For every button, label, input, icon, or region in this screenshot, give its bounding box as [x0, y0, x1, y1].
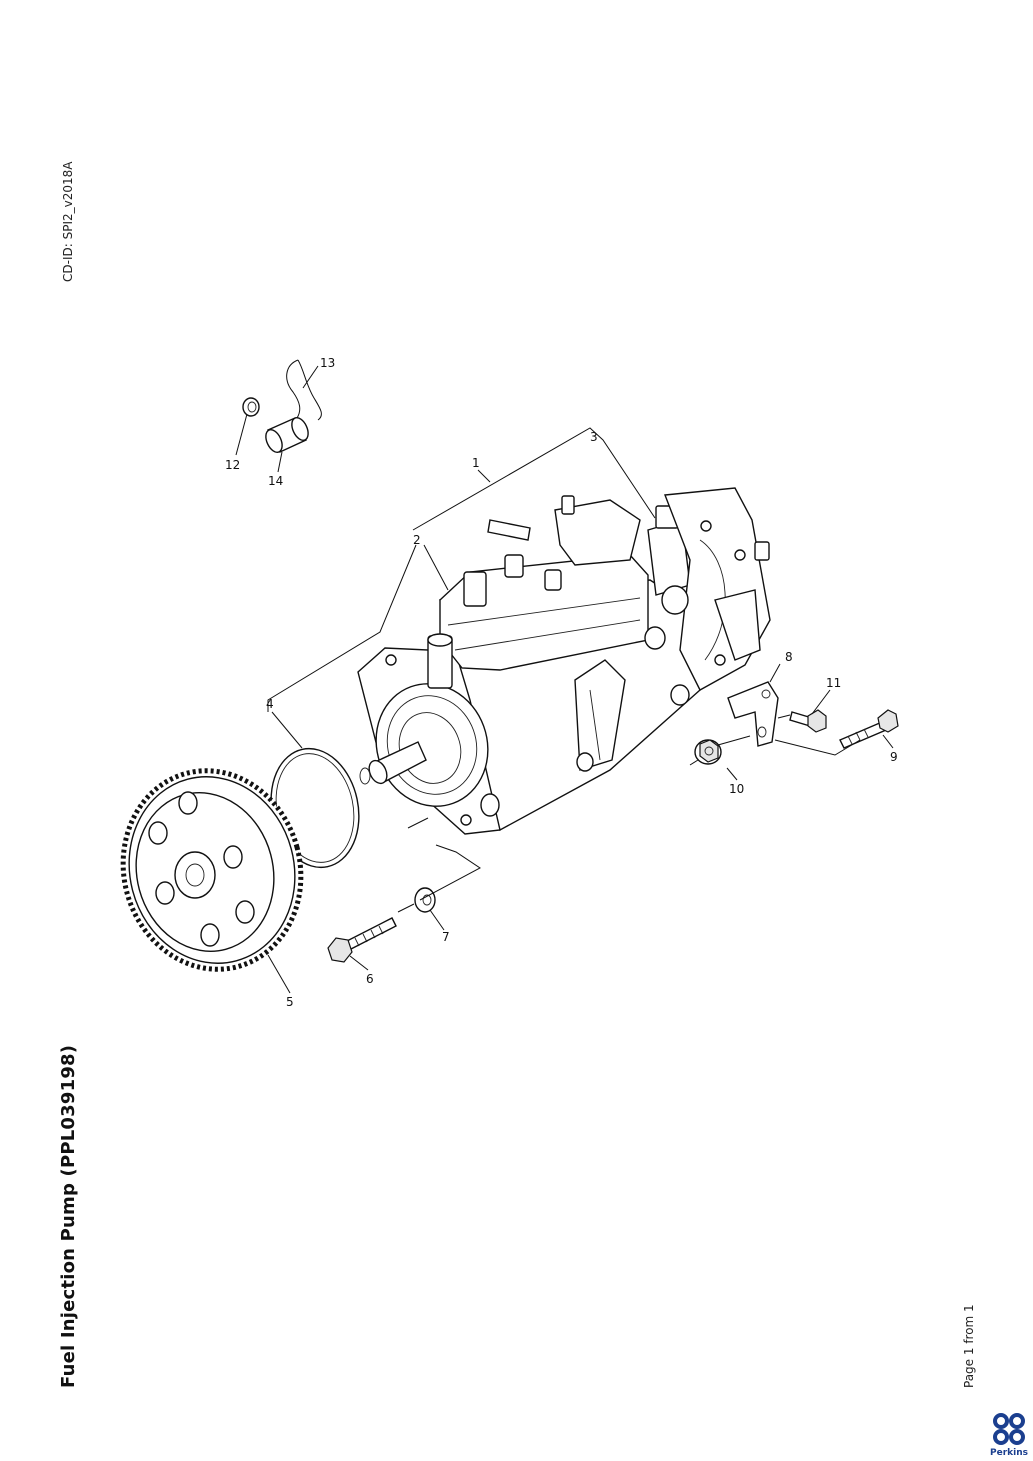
callout-9: 9	[890, 750, 898, 764]
part-10-nut	[694, 739, 722, 765]
callout-2: 2	[413, 533, 421, 547]
brand-name: Perkins	[990, 1448, 1028, 1458]
leader-lines	[235, 365, 894, 994]
callout-12: 12	[225, 458, 240, 472]
part-6-bolt	[327, 917, 397, 963]
callout-1: 1	[472, 456, 480, 470]
callout-4: 4	[266, 697, 274, 711]
part-7-washer	[414, 887, 436, 913]
part-1-pump-assembly	[357, 487, 771, 835]
part-8-bracket	[727, 681, 779, 747]
callout-11: 11	[826, 676, 841, 690]
part-13-spring-clip	[286, 359, 322, 421]
perkins-logo-icon	[993, 1413, 1025, 1445]
callout-7: 7	[442, 930, 450, 944]
callout-5: 5	[286, 995, 294, 1009]
callout-10: 10	[729, 782, 744, 796]
part-11-bolt	[789, 709, 827, 733]
callout-13: 13	[320, 356, 335, 370]
part-12-disc	[242, 397, 260, 417]
callout-6: 6	[366, 972, 374, 986]
callout-14: 14	[268, 474, 283, 488]
part-9-bolt	[839, 709, 899, 749]
part-5-gear	[120, 768, 304, 972]
callout-3: 3	[590, 430, 598, 444]
part-14-sleeve	[265, 417, 309, 453]
callout-8: 8	[785, 650, 793, 664]
callout-labels: 1 2 3 4 5 6 7 8 9 10 11 12 13 14	[225, 356, 898, 1009]
